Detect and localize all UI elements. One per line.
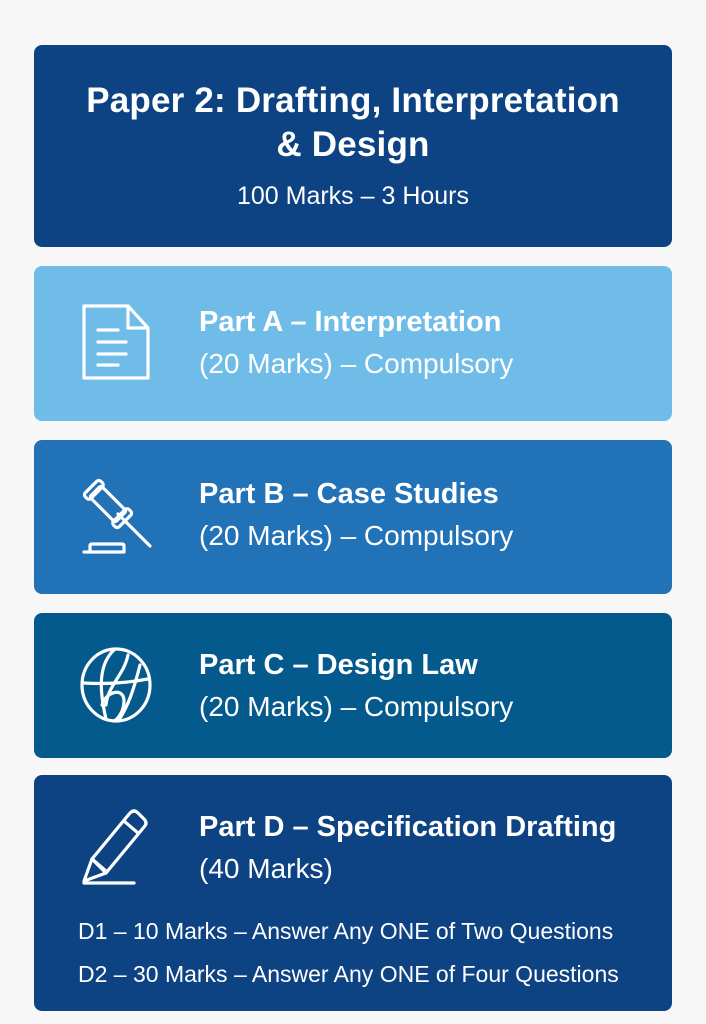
part-b-text: Part B – Case Studies (20 Marks) – Compu…	[199, 476, 662, 554]
page-subtitle: 100 Marks – 3 Hours	[236, 182, 470, 210]
part-b-card: Part B – Case Studies (20 Marks) – Compu…	[34, 440, 672, 594]
part-c-card: Part C – Design Law (20 Marks) – Compuls…	[34, 613, 672, 758]
part-d-sub-items: D1 – 10 Marks – Answer Any ONE of Two Qu…	[78, 917, 662, 1003]
part-c-text: Part C – Design Law (20 Marks) – Compuls…	[199, 647, 662, 725]
part-a-card: Part A – Interpretation (20 Marks) – Com…	[34, 266, 672, 421]
part-a-text: Part A – Interpretation (20 Marks) – Com…	[199, 304, 662, 382]
globe-icon	[78, 645, 154, 725]
part-c-marks: (20 Marks) – Compulsory	[199, 691, 514, 722]
part-d-card: Part D – Specification Drafting (40 Mark…	[34, 775, 672, 1011]
part-a-marks: (20 Marks) – Compulsory	[199, 348, 514, 379]
document-icon	[78, 302, 154, 382]
part-c-title: Part C – Design Law	[199, 649, 478, 681]
part-d-title: Part D – Specification Drafting	[199, 811, 617, 843]
part-d-sub-item-d2: D2 – 30 Marks – Answer Any ONE of Four Q…	[78, 961, 619, 987]
part-d-sub-item-d1: D1 – 10 Marks – Answer Any ONE of Two Qu…	[78, 918, 614, 944]
part-d-marks: (40 Marks)	[199, 853, 333, 884]
page-title: Paper 2: Drafting, Interpretation & Desi…	[86, 81, 620, 164]
header-card: Paper 2: Drafting, Interpretation & Desi…	[34, 45, 672, 247]
pencil-icon	[78, 805, 154, 885]
part-b-title: Part B – Case Studies	[199, 478, 499, 510]
part-b-marks: (20 Marks) – Compulsory	[199, 520, 514, 551]
gavel-icon	[78, 474, 154, 554]
part-d-text: Part D – Specification Drafting (40 Mark…	[199, 809, 662, 887]
part-a-title: Part A – Interpretation	[199, 306, 502, 338]
